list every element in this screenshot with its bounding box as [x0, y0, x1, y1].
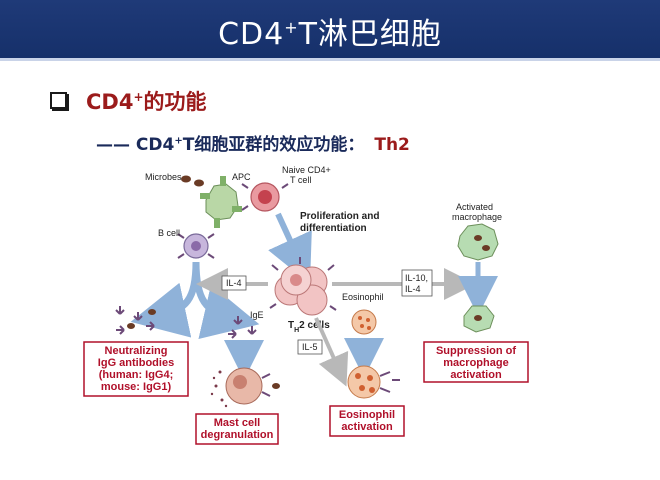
eos-act-label-line1: Eosinophil — [339, 409, 395, 421]
il4-label: IL-4 — [226, 278, 242, 288]
eosinophil-label: Eosinophil — [342, 292, 384, 302]
ige-label: IgE — [250, 310, 264, 320]
il5-arrow — [314, 317, 349, 387]
il4-box — [221, 275, 247, 291]
apc-cell — [200, 176, 242, 228]
neut-label-line4: mouse: IgG1) — [101, 381, 172, 393]
b-to-igg-arrow — [130, 261, 200, 338]
suppression-label-line1: Suppression of — [436, 345, 516, 357]
il10-box — [401, 269, 433, 297]
microbe-icon — [127, 323, 135, 329]
il5-label: IL-5 — [302, 342, 318, 352]
neut-label-line3: (human: IgG4; — [99, 369, 174, 381]
eos-act-label-line2: activation — [341, 421, 393, 433]
il5-box — [297, 339, 323, 355]
naive-label-line2: T cell — [290, 175, 311, 185]
neut-label-line1: Neutralizing — [105, 345, 168, 357]
activated-label-line2: macrophage — [452, 212, 502, 222]
microbe-icon — [148, 309, 156, 315]
ige-antibodies — [228, 316, 257, 339]
th2-cells — [269, 257, 337, 316]
apc-label: APC — [232, 172, 251, 182]
mast-cell — [210, 367, 280, 408]
prolif-label-line2: differentiation — [300, 223, 367, 234]
b-cell-label: B cell — [158, 228, 180, 238]
activated-macrophage — [457, 223, 499, 261]
th2-label: TH2 cells — [288, 320, 330, 334]
microbe-icons — [181, 175, 204, 187]
eosinophil-cell — [351, 309, 377, 335]
activated-eosinophil — [347, 365, 400, 399]
suppression-label-line2: macrophage — [443, 357, 508, 369]
mast-label-line1: Mast cell — [214, 417, 260, 429]
naive-label-line1: Naive CD4+ — [282, 165, 331, 175]
title-underline — [0, 58, 660, 61]
mast-label-line2: degranulation — [201, 429, 274, 441]
differentiation-arrow — [268, 212, 312, 284]
eosinophil-activation-box — [329, 405, 405, 437]
suppressed-macrophage — [463, 305, 495, 333]
section-heading: CD4+的功能 — [86, 90, 207, 114]
prolif-label-line1: Proliferation and — [300, 211, 379, 222]
suppression-label-line3: activation — [450, 369, 502, 381]
igg-antibodies — [115, 306, 155, 335]
naive-t-cell — [241, 182, 289, 212]
slide-title: CD4+T淋巴细胞 — [218, 17, 442, 52]
bullet-checkbox-icon — [50, 92, 67, 109]
suppression-box — [423, 341, 529, 383]
mast-cell-box — [195, 413, 279, 445]
b-cell — [177, 233, 215, 259]
neutralizing-box — [83, 341, 189, 397]
il10-label-line2: IL-4 — [405, 284, 421, 294]
neut-label-line2: IgG antibodies — [98, 357, 174, 369]
title-bar — [0, 0, 660, 61]
microbes-label: Microbes — [145, 172, 182, 182]
activated-label-line1: Activated — [456, 202, 493, 212]
il10-label-line1: IL-10, — [405, 273, 428, 283]
section-subheading: —— CD4+T细胞亚群的效应功能：Th2 — [96, 135, 410, 155]
